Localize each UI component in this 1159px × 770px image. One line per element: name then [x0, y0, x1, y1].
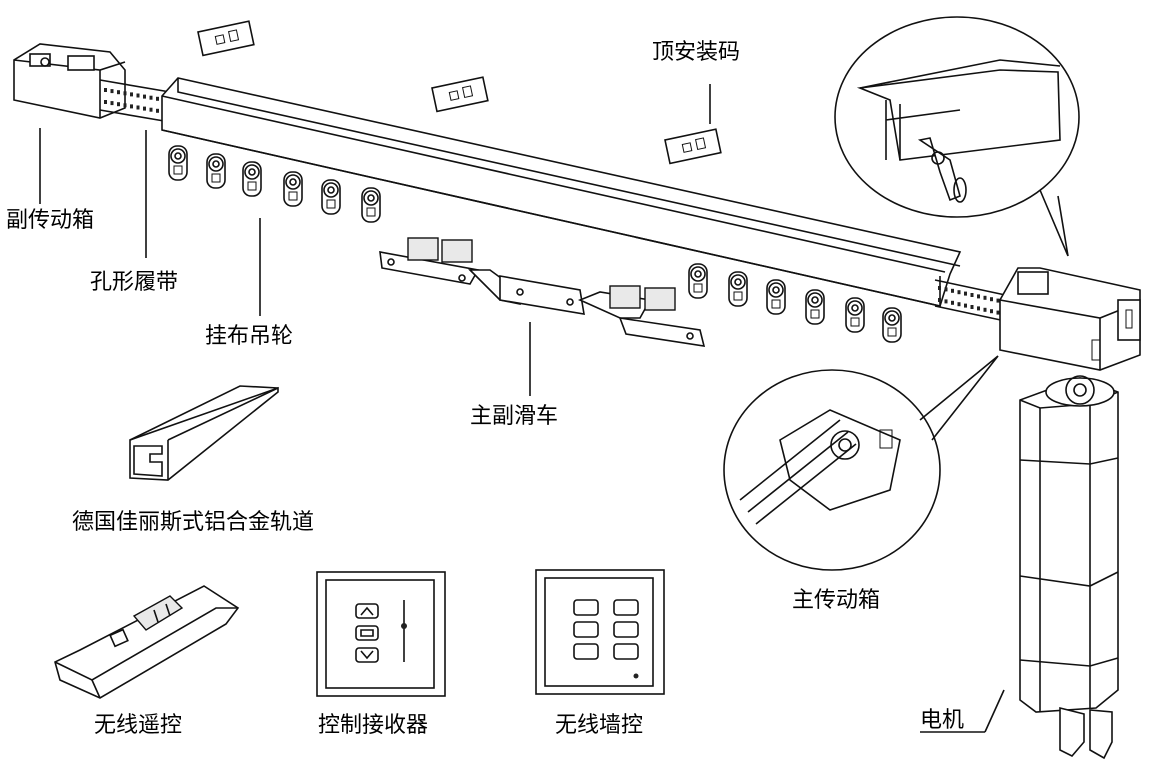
hanging-pulley-l2 [242, 161, 262, 197]
label-top-mount-bracket: 顶安装码 [652, 40, 741, 65]
hanging-pulley-r4 [845, 297, 865, 333]
wall-switch-button-1 [613, 599, 639, 616]
wall-switch-button-2 [573, 621, 599, 638]
receiver-drawing [316, 571, 446, 697]
wall-switch-button-3 [613, 621, 639, 638]
top-mount-bracket-drawings [197, 20, 722, 165]
main-gearbox-drawing [999, 267, 1141, 371]
rail-profile-drawing [129, 385, 279, 481]
label-sub-gearbox: 副传动箱 [6, 208, 95, 233]
magnified-gearbox-detail [723, 355, 999, 571]
label-german-rail: 德国佳丽斯式铝合金轨道 [72, 510, 315, 535]
wall-switch-drawing [535, 569, 665, 695]
hanging-pulley-r0 [688, 263, 708, 299]
carriage-drawing [379, 237, 706, 347]
label-wireless-remote: 无线遥控 [94, 713, 183, 738]
hanging-pulleys-right [688, 263, 902, 343]
motor-drawing [1019, 375, 1119, 760]
hanging-pulley-l3 [283, 171, 303, 207]
hanging-pulley-l5 [361, 187, 381, 223]
hanging-pulley-r5 [882, 307, 902, 343]
wall-switch-button-5 [613, 643, 639, 660]
sub-gearbox-drawing [13, 43, 126, 119]
leader-lines [39, 84, 1005, 733]
magnified-rail-detail [834, 16, 1080, 257]
label-hanging-pulley: 挂布吊轮 [205, 324, 294, 349]
wall-switch-button-0 [573, 599, 599, 616]
label-main-gearbox: 主传动箱 [792, 588, 881, 613]
hanging-pulley-l1 [206, 153, 226, 189]
remote-drawing [54, 585, 240, 699]
hanging-pulley-l0 [168, 145, 188, 181]
rail-drawing [161, 77, 962, 308]
hanging-pulley-r3 [805, 289, 825, 325]
hanging-pulley-r2 [766, 279, 786, 315]
label-motor: 电机 [920, 708, 965, 733]
label-wireless-wall-switch: 无线墙控 [555, 713, 644, 738]
hanging-pulley-l4 [321, 179, 341, 215]
wall-switch-button-4 [573, 643, 599, 660]
label-perforated-belt: 孔形履带 [90, 270, 179, 295]
label-control-receiver: 控制接收器 [318, 713, 429, 738]
hanging-pulleys-left [168, 145, 381, 223]
hanging-pulley-r1 [728, 271, 748, 307]
label-main-sub-carriage: 主副滑车 [470, 404, 559, 429]
